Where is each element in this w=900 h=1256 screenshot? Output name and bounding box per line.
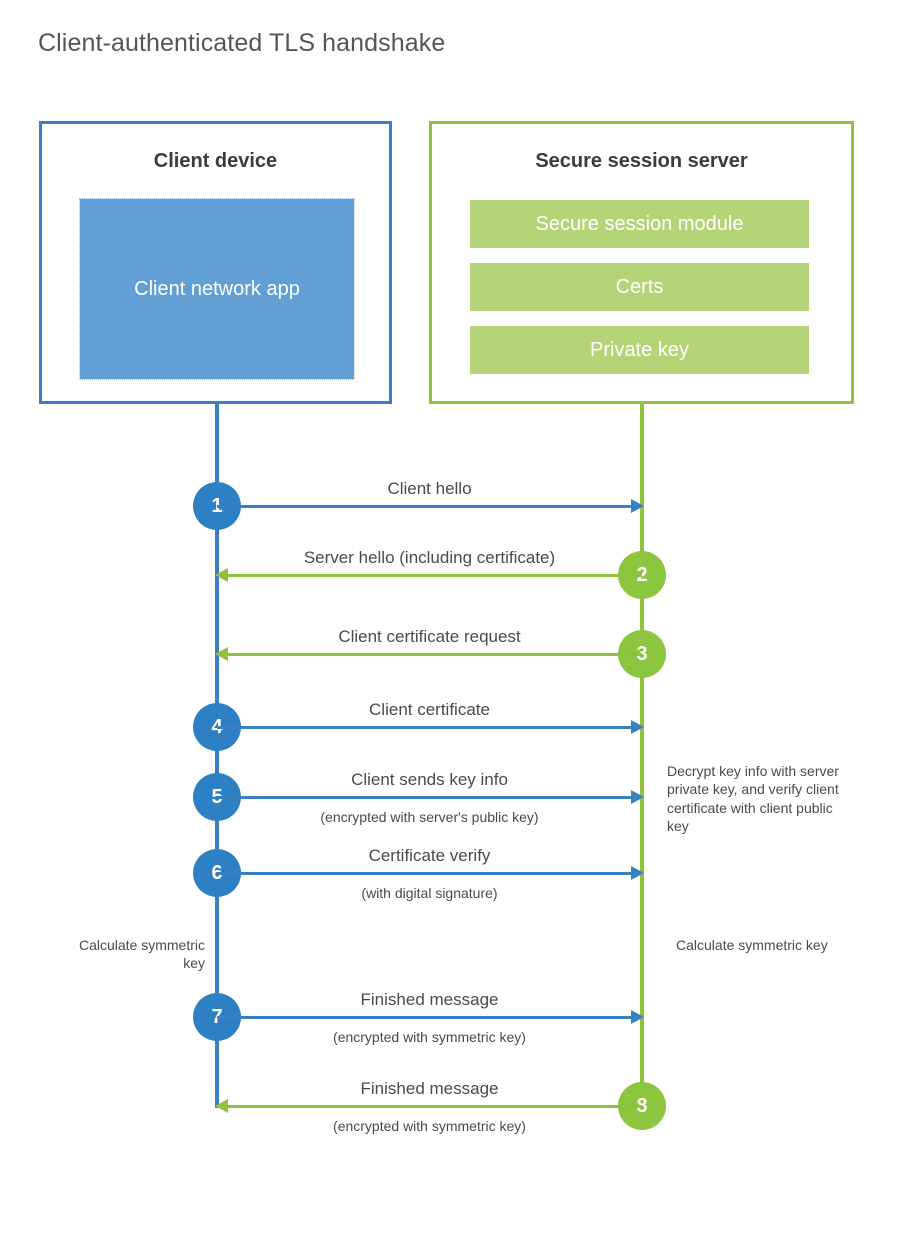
step-arrow-line-3 (228, 653, 642, 656)
server-module-secure-session-module: Secure session module (470, 200, 809, 248)
secure-session-server-box: Secure session server Secure session mod… (429, 121, 854, 404)
client-device-box: Client device Client network app (39, 121, 392, 404)
client-device-title: Client device (153, 150, 278, 172)
note-server-calculate-symmetric-key: Calculate symmetric key (676, 937, 828, 953)
step-arrow-line-2 (228, 574, 642, 577)
client-lifeline (215, 404, 219, 1108)
step-number-3: 3 (636, 642, 648, 665)
client-network-app-block: Client network app (79, 198, 355, 380)
step-arrow-head-2 (215, 568, 228, 582)
note-client-calculate-symmetric-key: Calculate symmetric key (78, 937, 205, 972)
step-arrow-head-1 (631, 499, 644, 513)
step-label-7: Finished message (360, 990, 499, 1009)
note-server-decrypt: Decrypt key info with server private key… (667, 763, 839, 835)
step-number-8: 8 (636, 1094, 648, 1117)
step-arrow-head-7 (631, 1010, 644, 1024)
step-arrow-head-8 (215, 1099, 228, 1113)
step-label-4: Client certificate (369, 700, 490, 719)
step-sublabel-6: (with digital signature) (361, 885, 498, 901)
step-arrow-line-6 (217, 872, 631, 875)
step-number-2: 2 (636, 563, 648, 586)
step-sublabel-5: (encrypted with server's public key) (320, 809, 539, 825)
step-label-3: Client certificate request (338, 627, 521, 646)
server-lifeline (640, 404, 644, 1106)
step-arrow-line-4 (217, 726, 631, 729)
step-arrow-line-1 (217, 505, 631, 508)
step-marker-8[interactable]: 8 (618, 1082, 666, 1130)
step-label-2: Server hello (including certificate) (303, 548, 556, 567)
page-title: Client-authenticated TLS handshake (38, 29, 446, 57)
step-sublabel-7: (encrypted with symmetric key) (333, 1029, 526, 1045)
server-module-certs: Certs (470, 263, 809, 311)
step-marker-2[interactable]: 2 (618, 551, 666, 599)
step-arrow-head-5 (631, 790, 644, 804)
step-label-6: Certificate verify (368, 846, 491, 865)
secure-session-server-title: Secure session server (535, 150, 748, 172)
step-arrow-head-3 (215, 647, 228, 661)
step-label-5: Client sends key info (351, 770, 508, 789)
step-arrow-head-6 (631, 866, 644, 880)
step-arrow-line-5 (217, 796, 631, 799)
step-arrow-line-8 (228, 1105, 642, 1108)
step-arrow-line-7 (217, 1016, 631, 1019)
step-label-1: Client hello (387, 479, 472, 498)
step-sublabel-8: (encrypted with symmetric key) (333, 1118, 526, 1134)
server-module-private-key: Private key (470, 326, 809, 374)
step-arrow-head-4 (631, 720, 644, 734)
step-label-8: Finished message (360, 1079, 499, 1098)
